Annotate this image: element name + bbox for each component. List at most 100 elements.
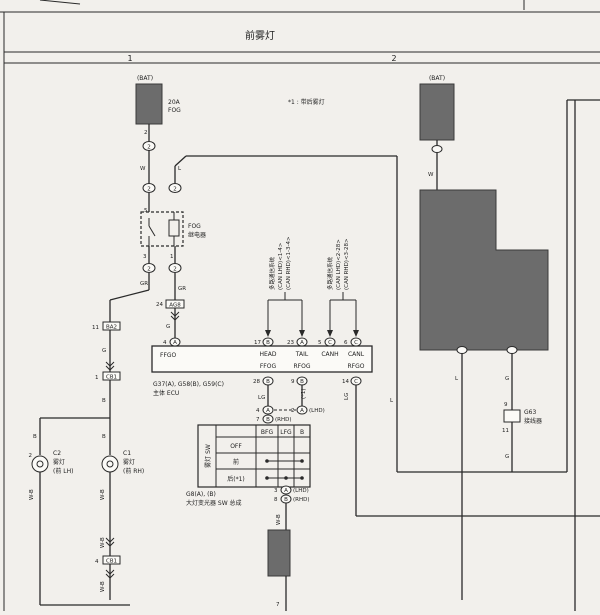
bat-label-left: (BAT) [137,75,153,82]
relay-connector-top-left [142,183,156,193]
pin-letter: B [284,497,288,503]
lamp-c1-position: (前 RH) [123,467,144,475]
wire-gr-diag [109,289,150,301]
pin-letter: C [328,340,332,346]
junction-g63 [503,409,521,423]
arrow-down-icon [265,330,271,337]
pin-label: 2 [147,267,151,273]
pin-label: 1 [170,254,174,260]
ecu-name: 主体 ECU [153,389,179,397]
fuse-name: FOG [168,107,181,114]
pin-number: 11 [502,428,509,434]
wire-color-l: L [390,398,394,404]
switch-connector-ids: G8(A), (B) [186,491,216,498]
diagram-title: 前雾灯 [245,29,275,42]
connector-label: AG8 [169,303,181,309]
relay-connector-top-right [168,183,182,193]
lamp-bulb-icon [36,460,44,468]
column-2-label: 2 [391,54,396,63]
pin-label: 2 [144,130,148,136]
ecu-connector-ids: G37(A), G58(B), G59(C) [153,381,224,388]
relay-module-block [419,189,549,351]
fog-relay [140,211,184,247]
junction-g63-id: G63 [524,409,536,416]
pin-letter: A [284,488,288,494]
wire-color-b: B [102,434,106,440]
pin-number: 7 [256,417,260,423]
wire-color-wb: W-B [29,489,35,500]
lhd-note: (LHD) [309,408,325,414]
switch-col-bfg: BFG [261,429,274,436]
switch-col-lfg: LFG [280,429,292,436]
connector-module-left [456,346,468,354]
pin-number: 5 [318,340,322,346]
multiplex-note: (CAN RHD)<1-3-4> [286,236,292,290]
wire-color-g: G [102,348,106,354]
wire-color-w: W [428,172,434,178]
ecu-pin-label-tail: TAIL [295,351,309,358]
relay-connector-bottom-right [168,263,182,273]
pin-letter: A [266,408,270,414]
pin-number: 9 [291,379,295,385]
pin-letter: A [300,340,304,346]
pin-letter: B [266,417,270,423]
wire-color-b: B [33,434,37,440]
pin-label: 4 [95,559,99,565]
lamp-c1-id: C1 [123,450,131,457]
connector-ba2 [102,321,121,331]
wire-color-w: W [140,166,146,172]
switch-side-label: 雾灯 SW [204,444,212,468]
ecu-pin-label-head: HEAD [259,351,276,358]
wire-color-wb: W-B [100,537,106,548]
inline-connector-mark [105,569,115,579]
ecu-pin-canl [350,337,362,347]
arrow-down-icon [327,330,333,337]
pin-number: 9 [504,402,508,408]
pin-number: 14 [342,379,349,385]
fuse-rating: 20A [168,99,181,106]
ecu-pin-label-rfgo: RFGO [348,363,365,370]
wire-color-l: L [455,376,459,382]
pin-number: 23 [287,340,294,346]
pin-label: 5 [144,208,148,214]
lamp-c2-id: C2 [53,450,61,457]
ecu-pin-ffgo [169,337,181,347]
pin-number: 6 [344,340,348,346]
arrow-down-icon [353,330,359,337]
wire-color-l: L [178,166,182,172]
ecu-pin-tail [296,337,308,347]
switch-row-off: OFF [230,443,242,450]
multiplex-note: (CAN LHD)<2-28> [336,239,342,290]
corner-mark-left [39,0,81,5]
pin-number: 2 [291,408,295,414]
ground-junction-block [267,529,291,577]
connector-label: BA2 [106,325,117,331]
pin-label: 2 [173,187,177,193]
ecu-pin-label-canh: CANH [321,351,338,358]
wire-color-wb: W-B [276,514,282,525]
bat-label-right: (BAT) [429,75,445,82]
connector-label: CB1 [106,559,117,565]
pin-number: 3 [274,488,278,494]
lamp-c2-name: 雾灯 [53,458,65,466]
wire-note: (*1) [301,388,307,399]
pin-label: 2 [147,145,151,151]
body-ecu [151,345,373,373]
wire-color-wb: W-B [100,489,106,500]
pin-label: 2 [173,267,177,273]
footnote: *1 : 带后雾灯 [288,98,325,106]
ecu-pin-head [262,337,274,347]
lhd-note: (LHD) [293,488,309,494]
switch-pin-3 [280,485,292,495]
pin-label: 1 [95,375,99,381]
pin-number: 4 [256,408,260,414]
wire-color-b: B [102,398,106,404]
wire-color-gr: GR [140,281,148,287]
pin-letter: B [266,379,270,385]
switch-pin-7 [262,414,274,424]
pin-number: 28 [253,379,260,385]
relay-switch-arm [148,225,156,237]
fuse-block-left [135,83,163,125]
